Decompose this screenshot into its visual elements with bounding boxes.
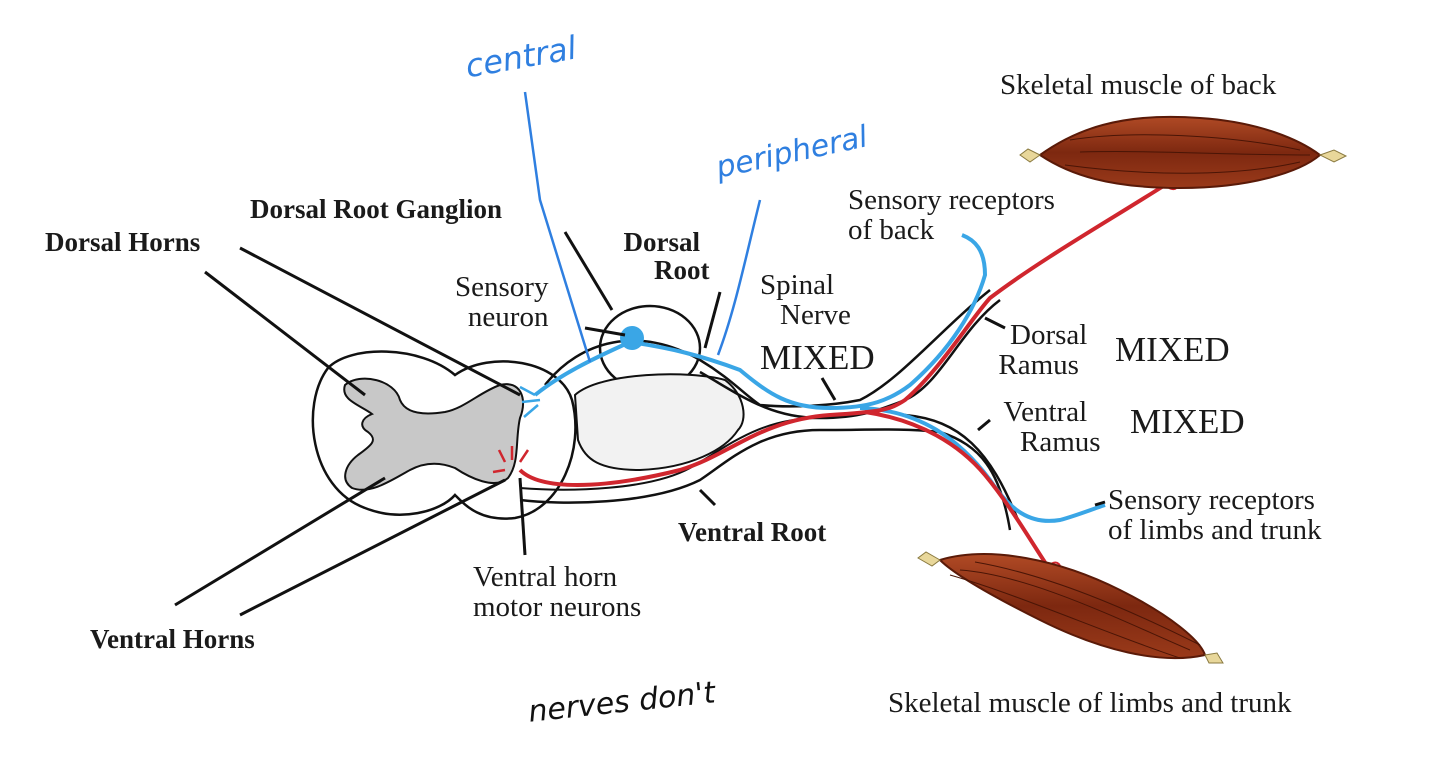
label-spinal-nerve-line1: Spinal bbox=[760, 269, 835, 301]
label-ventral-horns: Ventral Horns bbox=[90, 624, 255, 654]
label-sensory-neuron: Sensory neuron bbox=[455, 272, 548, 333]
ventral-root-outline bbox=[519, 428, 1012, 531]
label-dorsal-root-line2: Root bbox=[654, 255, 710, 286]
label-dorsal-ramus-mixed: MIXED bbox=[1115, 330, 1230, 369]
label-skeletal-muscle-back: Skeletal muscle of back bbox=[1000, 69, 1277, 101]
muscle-back bbox=[1019, 115, 1348, 190]
label-sensory-receptors-limbs: Sensory receptors of limbs and trunk bbox=[1108, 485, 1321, 546]
label-ventral-ramus-line1: Ventral bbox=[1003, 396, 1088, 428]
label-dorsal-ramus-line2: Ramus bbox=[998, 349, 1079, 382]
label-dorsal-ramus: Dorsal Ramus bbox=[990, 320, 1087, 381]
spinal-cord bbox=[311, 350, 577, 520]
label-sensory-receptors-back-line1: Sensory receptors bbox=[848, 184, 1055, 216]
leader-lines bbox=[174, 231, 1106, 617]
label-sensory-neuron-line1: Sensory bbox=[455, 271, 549, 303]
sensory-cell-body bbox=[620, 326, 644, 350]
muscle-limbs bbox=[917, 551, 1224, 664]
label-ventral-ramus-mixed: MIXED bbox=[1130, 402, 1245, 441]
label-sensory-receptors-limbs-line2: of limbs and trunk bbox=[1108, 514, 1322, 547]
label-dorsal-root-ganglion: Dorsal Root Ganglion bbox=[250, 194, 503, 224]
label-spinal-nerve-line2: Nerve bbox=[780, 299, 851, 332]
label-dorsal-ramus-line1: Dorsal bbox=[1010, 319, 1088, 351]
label-ventral-root: Ventral Root bbox=[678, 517, 827, 547]
annotation-lines bbox=[523, 91, 762, 363]
label-ventral-ramus-line2: Ramus bbox=[1020, 426, 1101, 459]
label-sensory-receptors-back-line2: of back bbox=[848, 214, 935, 247]
label-ventral-horn-motor-neurons: Ventral horn motor neurons bbox=[473, 562, 641, 623]
label-skeletal-muscle-limbs: Skeletal muscle of limbs and trunk bbox=[888, 687, 1292, 719]
label-spinal-nerve-mixed: MIXED bbox=[760, 338, 875, 377]
label-sensory-receptors-back: Sensory receptors of back bbox=[848, 185, 1055, 246]
label-ventral-horn-motor-line1: Ventral horn bbox=[473, 561, 618, 593]
label-dorsal-root-line1: Dorsal bbox=[623, 227, 701, 257]
label-dorsal-horns: Dorsal Horns bbox=[45, 227, 201, 257]
label-ventral-horn-motor-line2: motor neurons bbox=[473, 591, 642, 624]
label-spinal-nerve: Spinal Nerve bbox=[760, 270, 851, 331]
label-dorsal-root: Dorsal Root bbox=[614, 228, 710, 285]
nerve-root-region bbox=[573, 373, 745, 472]
label-sensory-neuron-line2: neuron bbox=[467, 301, 549, 334]
label-ventral-ramus: Ventral Ramus bbox=[990, 396, 1101, 459]
label-sensory-receptors-limbs-line1: Sensory receptors bbox=[1108, 484, 1315, 516]
gray-matter bbox=[343, 377, 525, 491]
